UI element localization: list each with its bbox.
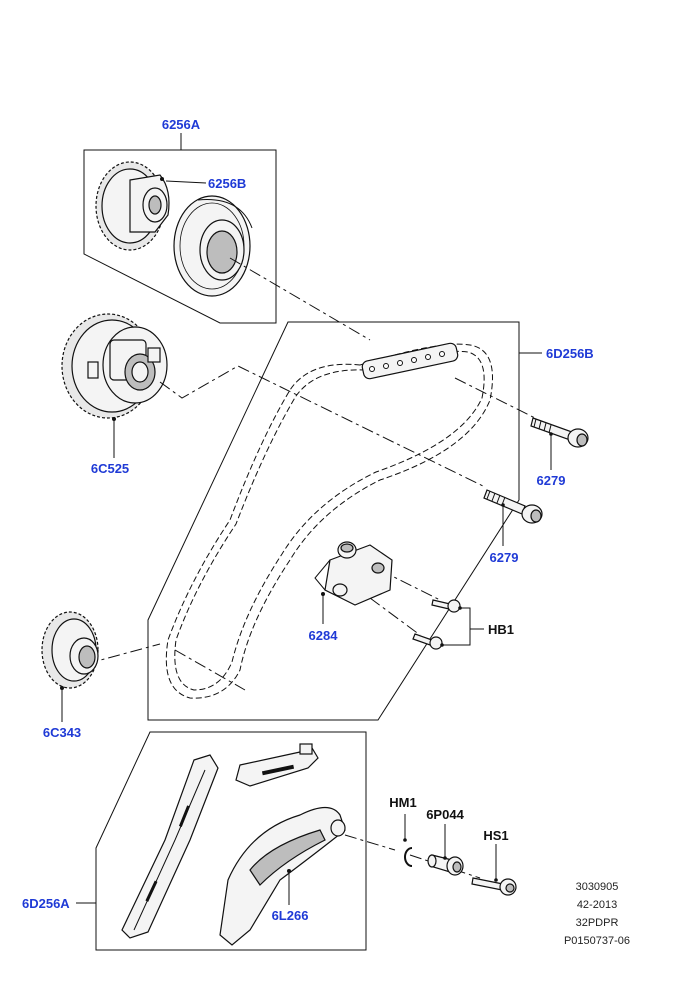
chain-tensioner bbox=[314, 541, 393, 606]
callout-6D256A: 6D256A bbox=[22, 896, 70, 911]
callout-6284: 6284 bbox=[309, 628, 339, 643]
timing-chain-box bbox=[147, 321, 542, 721]
callout-6256B: 6256B bbox=[208, 176, 246, 191]
guide-kit-box bbox=[76, 731, 367, 951]
callout-6279-upper: 6279 bbox=[537, 473, 566, 488]
reference-block: 3030905 42-2013 32PDPR P0150737-06 bbox=[564, 881, 630, 947]
reference-line-2: 42-2013 bbox=[577, 899, 617, 911]
callout-6C343: 6C343 bbox=[43, 725, 81, 740]
callout-6P044: 6P044 bbox=[426, 807, 464, 822]
chain-links bbox=[361, 342, 459, 380]
chain-guide-short bbox=[235, 743, 319, 787]
tensioner-bolt-lower bbox=[412, 633, 443, 650]
reference-line-1: 3030905 bbox=[576, 881, 619, 893]
timing-chain bbox=[165, 342, 493, 699]
callout-6C525: 6C525 bbox=[91, 461, 129, 476]
cam-assembly-box bbox=[83, 133, 277, 324]
chain-guide-long bbox=[121, 754, 219, 939]
tensioner-bolt-upper bbox=[431, 599, 461, 613]
bolt-upper bbox=[530, 417, 589, 448]
callout-HM1: HM1 bbox=[389, 795, 416, 810]
pivot-pin bbox=[427, 854, 464, 876]
screw bbox=[471, 877, 517, 896]
callout-HB1: HB1 bbox=[488, 622, 514, 637]
cam-sprocket-gear bbox=[95, 161, 170, 251]
callout-6L266: 6L266 bbox=[272, 908, 309, 923]
crank-sprocket bbox=[41, 611, 99, 690]
reference-line-3: 32PDPR bbox=[576, 917, 619, 929]
cam-pulley bbox=[173, 195, 253, 297]
callout-6279-lower: 6279 bbox=[490, 550, 519, 565]
callout-6D256B: 6D256B bbox=[546, 346, 594, 361]
tensioner-arm bbox=[219, 806, 346, 946]
reference-line-4: P0150737-06 bbox=[564, 935, 630, 947]
retaining-clip bbox=[403, 838, 413, 867]
callout-HS1: HS1 bbox=[483, 828, 508, 843]
vvt-unit bbox=[61, 313, 168, 421]
bolt-lower bbox=[483, 489, 543, 524]
callout-6256A: 6256A bbox=[162, 117, 201, 132]
